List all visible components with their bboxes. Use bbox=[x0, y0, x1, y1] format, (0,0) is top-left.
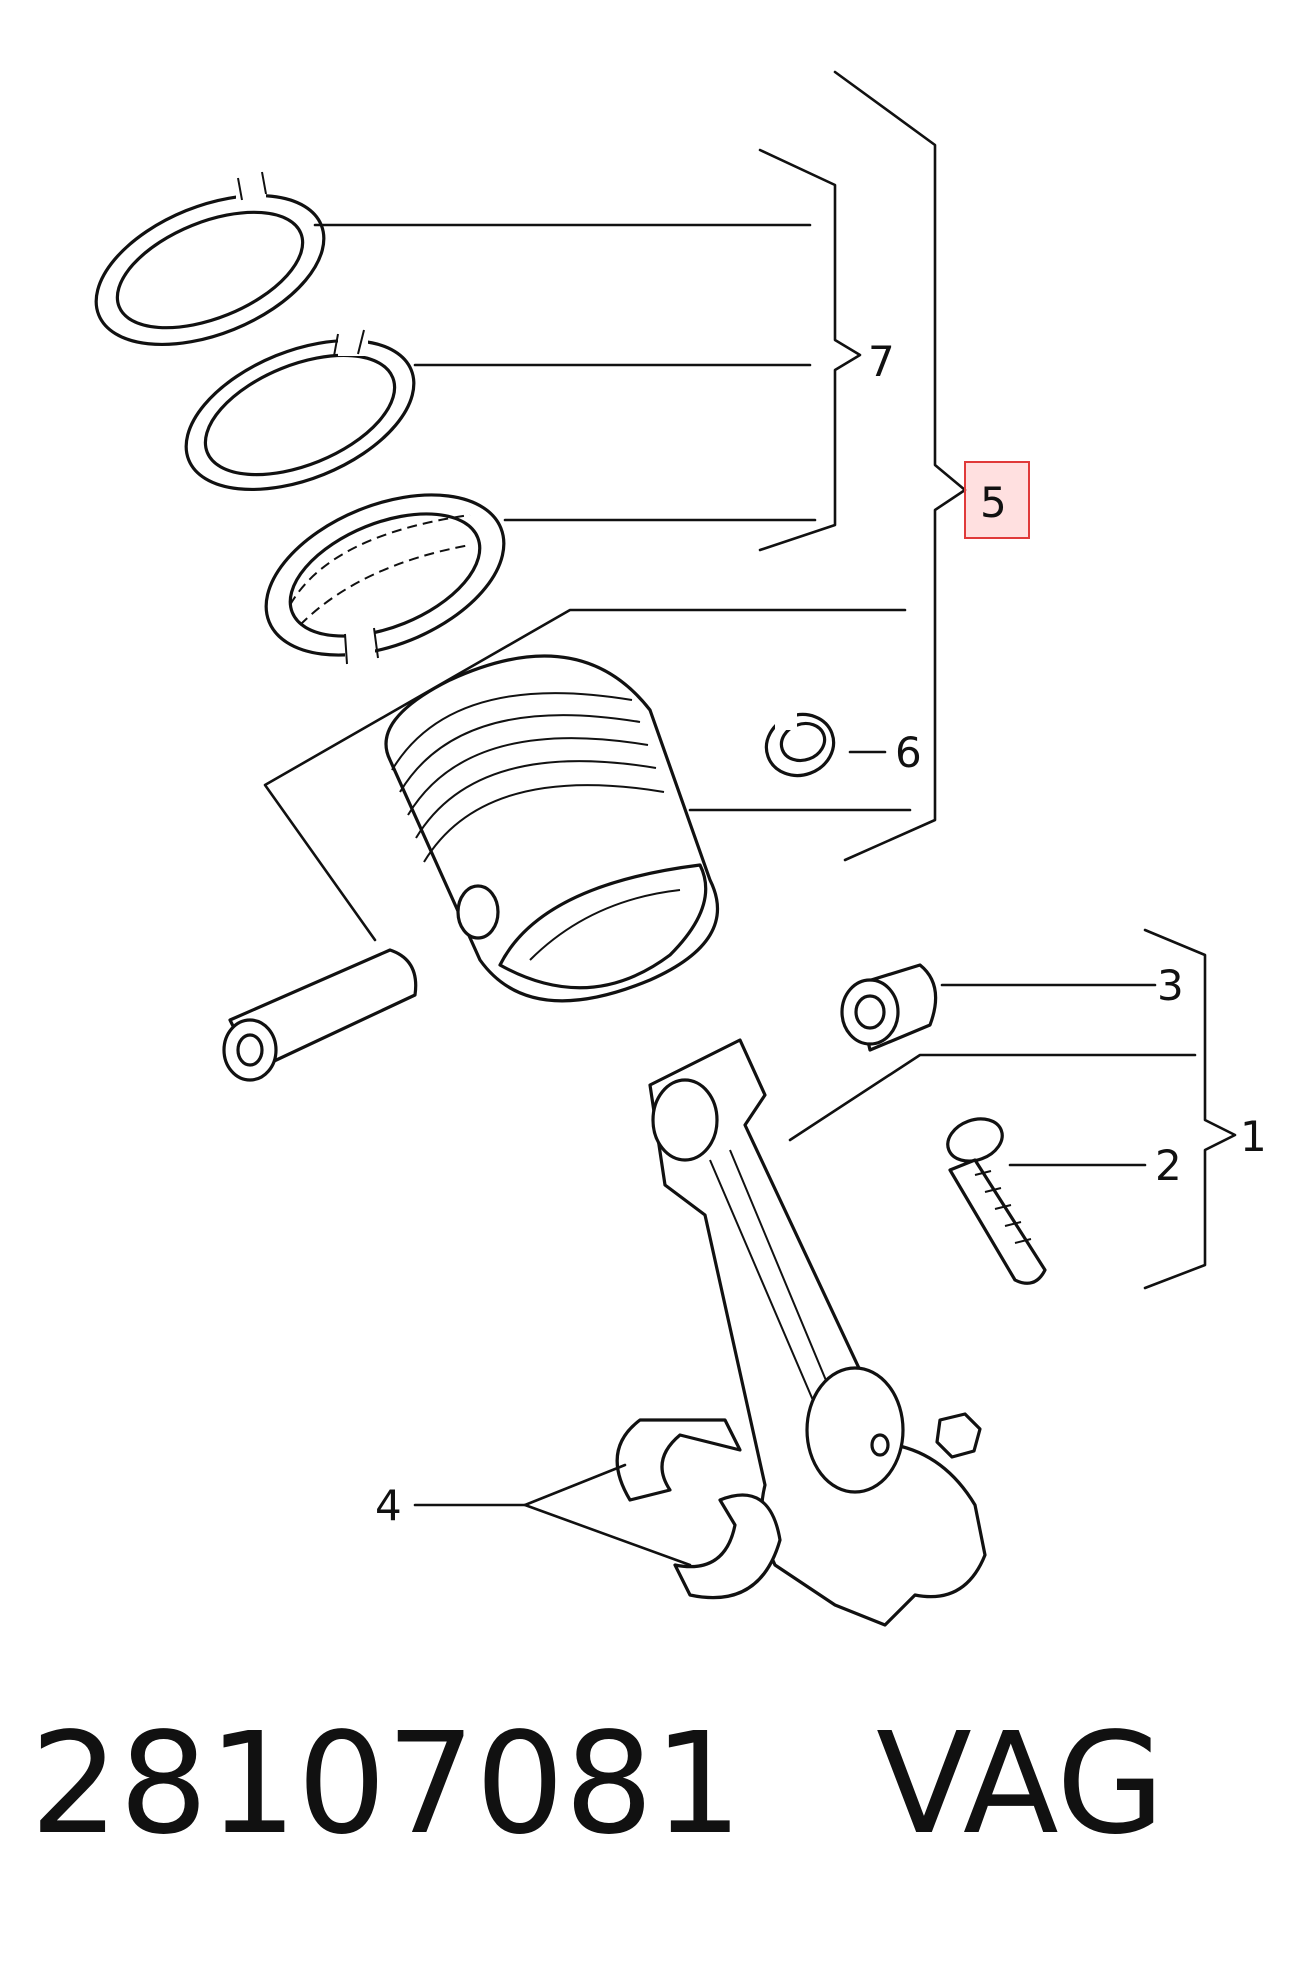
callout-4: 4 bbox=[375, 1481, 402, 1530]
small-end-bushing bbox=[840, 963, 938, 1052]
callout-5: 5 bbox=[980, 478, 1007, 527]
piston-ring-top bbox=[94, 171, 326, 347]
circlip bbox=[764, 712, 836, 778]
callout-7: 7 bbox=[868, 337, 895, 386]
part-caption: 28107081 VAG bbox=[30, 1700, 1290, 1870]
callout-6: 6 bbox=[895, 728, 922, 777]
callout-labels: 7 5 6 3 1 2 4 bbox=[375, 337, 1267, 1530]
bearing-shells bbox=[615, 1418, 782, 1600]
callout-1: 1 bbox=[1240, 1112, 1267, 1161]
connecting-rod bbox=[648, 1038, 987, 1627]
callout-2: 2 bbox=[1155, 1141, 1182, 1190]
callout-3: 3 bbox=[1157, 961, 1184, 1010]
piston-ring-middle bbox=[184, 329, 416, 492]
piston-ring-oil bbox=[264, 493, 506, 665]
callout-5-highlight bbox=[964, 461, 1030, 539]
part-number: 28107081 bbox=[30, 1703, 743, 1866]
exploded-parts-diagram: 7 5 6 3 1 2 4 bbox=[94, 70, 1267, 1627]
piston bbox=[384, 654, 720, 1003]
brand-name: VAG bbox=[876, 1703, 1165, 1866]
conrod-bolt bbox=[946, 1117, 1047, 1285]
piston-pin bbox=[222, 948, 418, 1082]
